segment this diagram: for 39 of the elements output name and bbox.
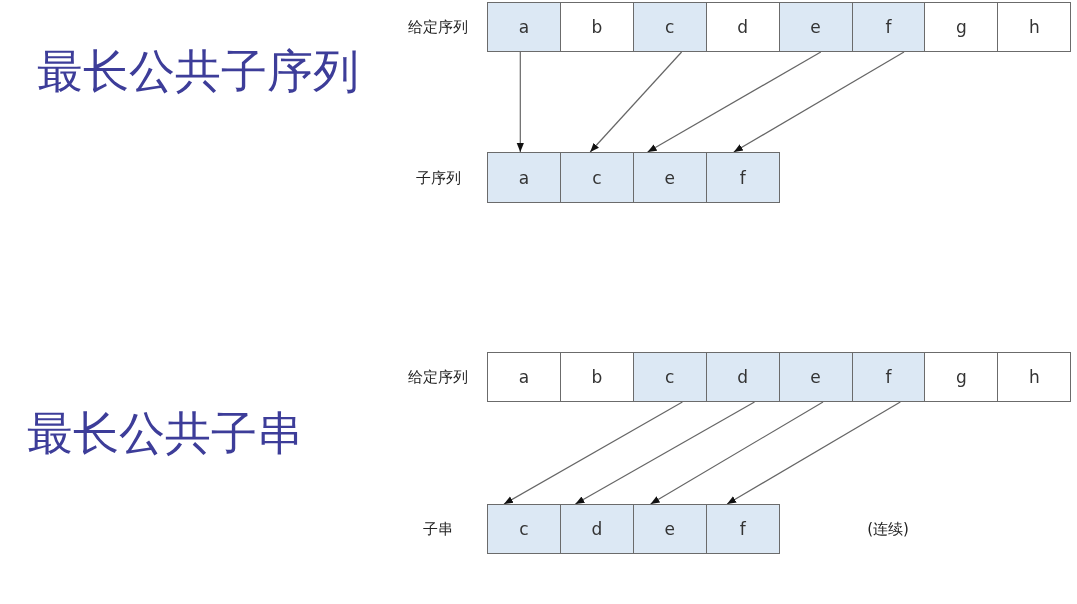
sequence-cell: h [997,352,1072,402]
sequence-cell: g [924,2,999,52]
row-label: 给定序列 [408,18,468,36]
arrow [589,51,683,153]
sequence-cell: e [632,504,707,554]
note-text: (连续) [867,520,909,538]
sequence-cell: d [559,504,634,554]
sequence-cell: e [632,152,707,203]
sequence-cell: f [705,152,780,203]
sequence-cell: f [851,352,926,402]
sequence-cell: h [997,2,1072,52]
sequence-cell: a [487,352,561,402]
sequence-cell: g [924,352,999,402]
row-label: 子串 [423,520,453,538]
arrow [503,401,683,505]
sequence-cell: a [487,152,561,203]
arrow [516,51,524,153]
section-heading: 最长公共子串 [27,408,303,459]
sequence-cell: c [632,2,707,52]
row-label: 子序列 [415,168,461,187]
sequence-cell: c [632,352,707,402]
sequence-cell: b [559,2,634,52]
sequence-cell: a [487,2,561,52]
arrow [726,401,901,505]
sequence-cell: c [559,152,634,203]
arrow [733,51,905,153]
row-label: 给定序列 [408,368,468,386]
sequence-cell: b [559,352,634,402]
section-heading: 最长公共子序列 [37,46,359,97]
sequence-cell: d [705,2,780,52]
sequence-cell: e [778,2,853,52]
arrow [574,401,756,505]
sequence-cell: f [705,504,780,554]
sequence-cell: c [487,504,561,554]
sequence-cell: e [778,352,853,402]
sequence-cell: d [705,352,780,402]
arrow [647,51,822,153]
arrow [650,401,824,505]
sequence-cell: f [851,2,926,52]
